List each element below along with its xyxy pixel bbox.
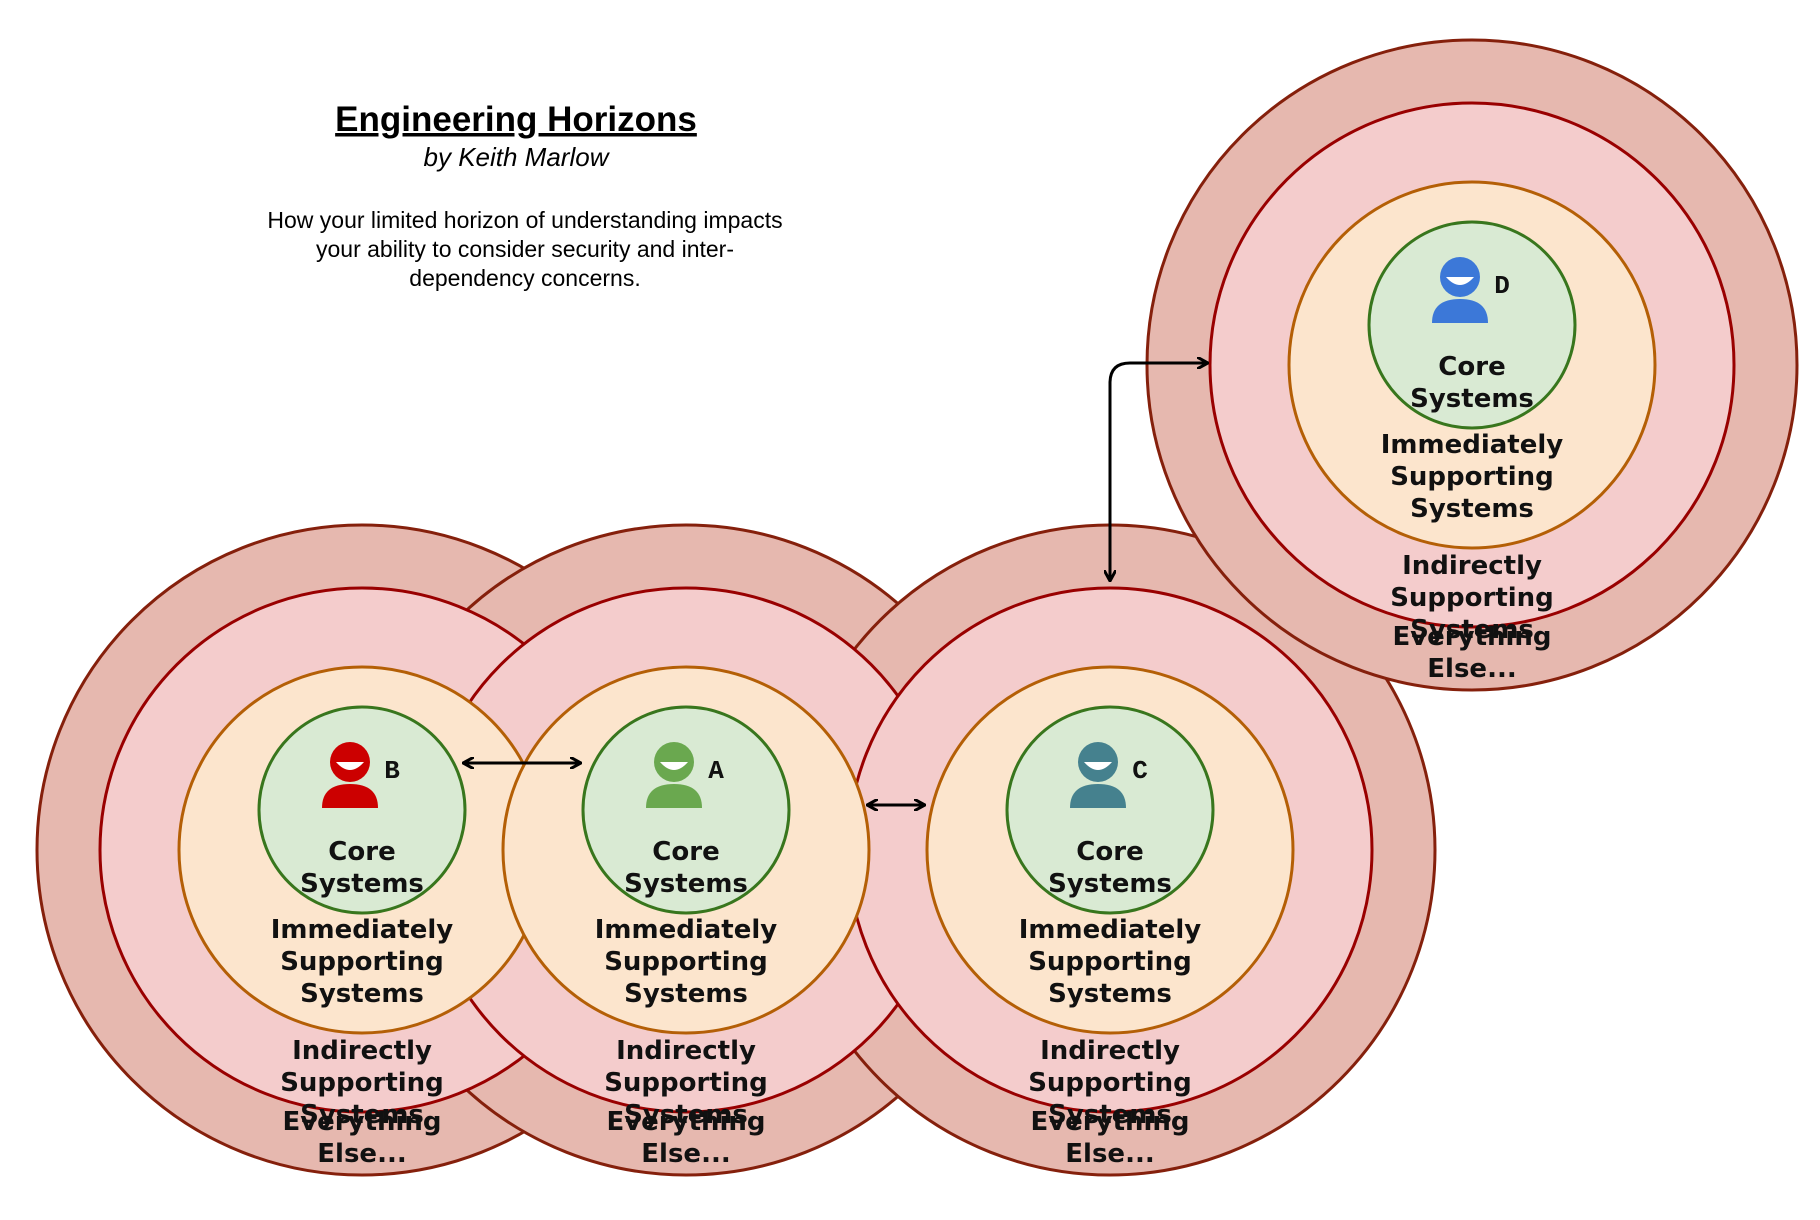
person-icon-a bbox=[646, 742, 702, 808]
core-systems-ring-b bbox=[257, 705, 467, 915]
immediate-label-b-line-3: Systems bbox=[300, 979, 424, 1009]
core-systems-ring-d bbox=[1367, 220, 1577, 430]
immediate-label-b-line-1: Immediately bbox=[271, 915, 454, 945]
indirect-label-c-line-1: Indirectly bbox=[1040, 1036, 1180, 1066]
indirect-label-d-line-3: Systems bbox=[1410, 615, 1534, 645]
immediate-label-c-line-2: Supporting bbox=[1028, 947, 1192, 977]
indirect-label-d-line-2: Supporting bbox=[1390, 583, 1554, 613]
core-label-a-line-1: Core bbox=[652, 837, 719, 867]
indirect-label-c-line-3: Systems bbox=[1048, 1100, 1172, 1130]
immediate-label-a-line-3: Systems bbox=[624, 979, 748, 1009]
core-label-d-line-2: Systems bbox=[1410, 384, 1534, 414]
indirect-label-b-line-3: Systems bbox=[300, 1100, 424, 1130]
immediate-label-d-line-1: Immediately bbox=[1381, 430, 1564, 460]
everything-label-b-line-2: Else... bbox=[317, 1139, 406, 1169]
indirect-label-a-line-3: Systems bbox=[624, 1100, 748, 1130]
indirect-label-b-line-1: Indirectly bbox=[292, 1036, 432, 1066]
indirect-label-a-line-1: Indirectly bbox=[616, 1036, 756, 1066]
everything-label-c-line-2: Else... bbox=[1065, 1139, 1154, 1169]
page-title: Engineering Horizons bbox=[335, 100, 697, 139]
immediate-label-c-line-1: Immediately bbox=[1019, 915, 1202, 945]
indirect-label-d-line-1: Indirectly bbox=[1402, 551, 1542, 581]
everything-label-d-line-1: Everything bbox=[1392, 622, 1551, 652]
description-line-3: dependency concerns. bbox=[409, 265, 640, 291]
person-icon-d bbox=[1432, 257, 1488, 323]
everything-label-a-line-1: Everything bbox=[606, 1107, 765, 1137]
immediate-label-b-line-2: Supporting bbox=[280, 947, 444, 977]
person-icon-b bbox=[322, 742, 378, 808]
core-systems-ring-c bbox=[1005, 705, 1215, 915]
horizon-letter-c: C bbox=[1132, 756, 1148, 786]
core-label-c-line-1: Core bbox=[1076, 837, 1143, 867]
indirect-label-a-line-2: Supporting bbox=[604, 1068, 768, 1098]
indirect-label-c-line-2: Supporting bbox=[1028, 1068, 1192, 1098]
core-label-d-line-1: Core bbox=[1438, 352, 1505, 382]
connector-c-d bbox=[1110, 363, 1207, 580]
immediate-label-a-line-1: Immediately bbox=[595, 915, 778, 945]
everything-label-a-line-2: Else... bbox=[641, 1139, 730, 1169]
person-icon-c bbox=[1070, 742, 1126, 808]
everything-label-c-line-1: Everything bbox=[1030, 1107, 1189, 1137]
core-label-b-line-1: Core bbox=[328, 837, 395, 867]
core-label-b-line-2: Systems bbox=[300, 869, 424, 899]
core-label-c-line-2: Systems bbox=[1048, 869, 1172, 899]
everything-label-d-line-2: Else... bbox=[1427, 654, 1516, 684]
horizon-letter-b: B bbox=[384, 756, 400, 786]
immediate-label-d-line-3: Systems bbox=[1410, 494, 1534, 524]
description-line-2: your ability to consider security and in… bbox=[316, 236, 734, 262]
core-systems-ring-a bbox=[581, 705, 791, 915]
horizon-letter-a: A bbox=[708, 756, 724, 786]
description-line-1: How your limited horizon of understandin… bbox=[267, 207, 782, 233]
immediate-label-c-line-3: Systems bbox=[1048, 979, 1172, 1009]
immediate-label-d-line-2: Supporting bbox=[1390, 462, 1554, 492]
core-label-a-line-2: Systems bbox=[624, 869, 748, 899]
indirect-label-b-line-2: Supporting bbox=[280, 1068, 444, 1098]
immediate-label-a-line-2: Supporting bbox=[604, 947, 768, 977]
everything-label-b-line-1: Everything bbox=[282, 1107, 441, 1137]
page-subtitle: by Keith Marlow bbox=[424, 142, 611, 172]
horizon-letter-d: D bbox=[1494, 271, 1510, 301]
